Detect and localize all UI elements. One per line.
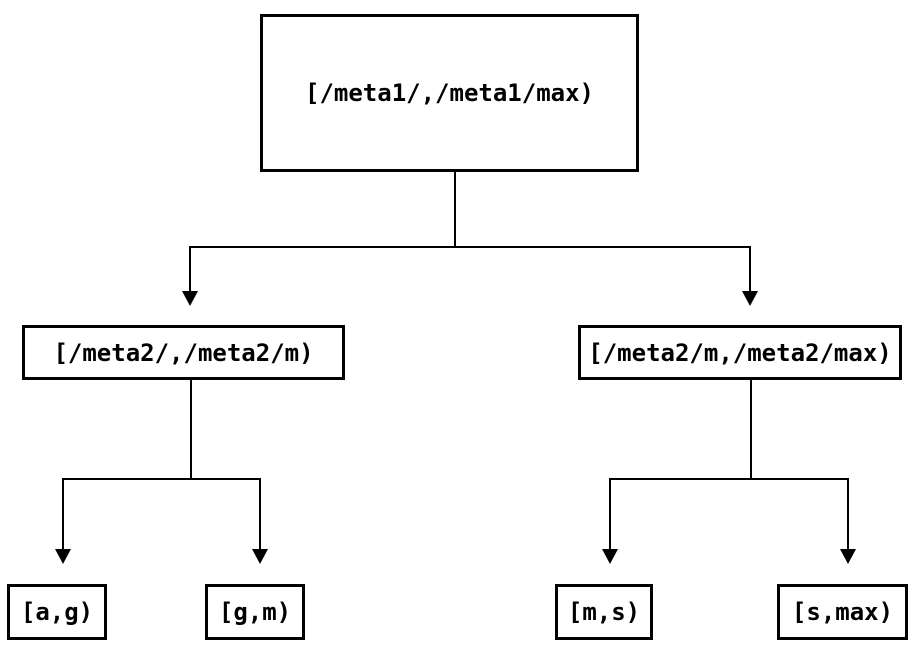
connector-root-drop-left <box>189 246 191 292</box>
node-root-label: [/meta1/,/meta1/max) <box>305 79 594 107</box>
node-leaf-gm-label: [g,m) <box>218 598 292 626</box>
connector-right-branch <box>609 478 849 480</box>
connector-left-drop-left <box>62 478 64 550</box>
connector-root-drop-right <box>749 246 751 292</box>
node-meta2-left-label: [/meta2/,/meta2/m) <box>53 338 314 367</box>
connector-right-drop-left <box>609 478 611 550</box>
connector-root-stem <box>454 172 456 247</box>
node-root: [/meta1/,/meta1/max) <box>260 14 639 172</box>
connector-left-stem <box>190 380 192 480</box>
arrow-down-icon <box>55 549 71 564</box>
node-leaf-gm: [g,m) <box>205 584 305 640</box>
arrow-down-icon <box>252 549 268 564</box>
node-meta2-left: [/meta2/,/meta2/m) <box>22 325 345 380</box>
connector-left-branch <box>62 478 261 480</box>
connector-right-stem <box>750 380 752 480</box>
arrow-down-icon <box>742 291 758 306</box>
node-leaf-ag-label: [a,g) <box>20 598 94 626</box>
connector-right-drop-right <box>847 478 849 550</box>
node-meta2-right-label: [/meta2/m,/meta2/max) <box>588 338 892 367</box>
connector-root-branch <box>189 246 751 248</box>
connector-left-drop-right <box>259 478 261 550</box>
arrow-down-icon <box>602 549 618 564</box>
node-leaf-ms-label: [m,s) <box>567 598 641 626</box>
arrow-down-icon <box>840 549 856 564</box>
node-leaf-ag: [a,g) <box>7 584 107 640</box>
node-leaf-ms: [m,s) <box>555 584 653 640</box>
node-leaf-smax: [s,max) <box>777 584 908 640</box>
node-leaf-smax-label: [s,max) <box>791 598 894 626</box>
node-meta2-right: [/meta2/m,/meta2/max) <box>578 325 902 380</box>
arrow-down-icon <box>182 291 198 306</box>
